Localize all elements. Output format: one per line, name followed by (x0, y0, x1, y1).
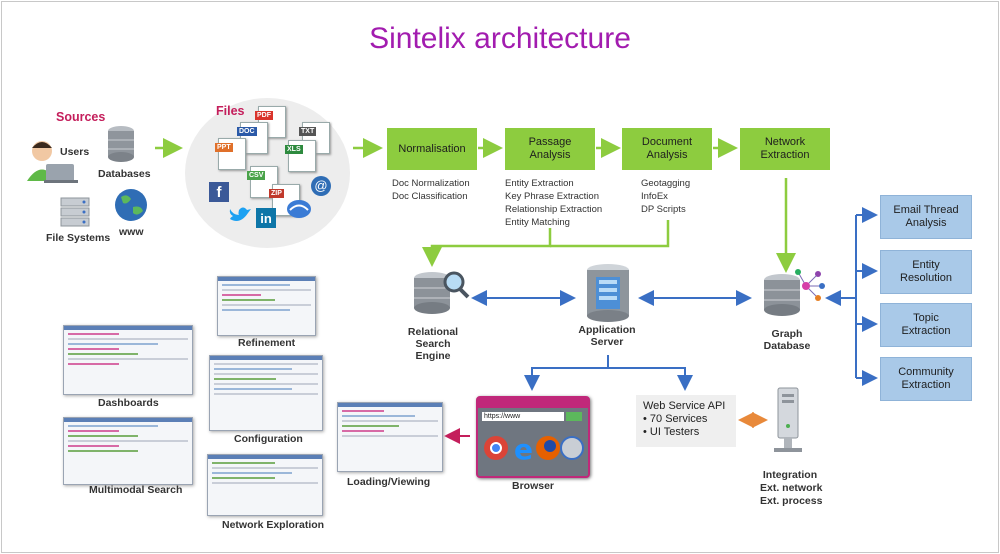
twitter-icon (229, 207, 251, 221)
file-systems-icon (60, 197, 90, 227)
output-topic-extraction: Topic Extraction (880, 303, 972, 347)
email-at-icon: @ (311, 176, 331, 196)
file-systems-label: File Systems (46, 232, 111, 244)
relational-search-label: Relational Search Engine (407, 326, 459, 362)
databases-label: Databases (98, 168, 151, 180)
multimodal-search-label: Multimodal Search (89, 484, 183, 496)
dashboards-label: Dashboards (98, 397, 159, 409)
passage-analysis-details: Entity Extraction Key Phrase Extraction … (505, 178, 603, 228)
page-title: Sintelix architecture (369, 22, 631, 55)
svg-text:e: e (514, 434, 533, 464)
web-service-bullet: • UI Testers (643, 426, 700, 438)
integration-server-icon (774, 387, 802, 452)
configuration-screenshot (209, 355, 323, 431)
browser-url-bar: https://www (482, 412, 564, 421)
refinement-screenshot (217, 276, 316, 336)
output-email-thread: Email Thread Analysis (880, 195, 972, 239)
relational-search-icon (414, 271, 470, 314)
www-label: www (119, 226, 144, 238)
loading-viewing-screenshot (337, 402, 443, 472)
output-community-extraction: Community Extraction (880, 357, 972, 401)
network-exploration-screenshot (207, 454, 323, 516)
browser-window: https://www e (476, 396, 590, 478)
stage-network-extraction: Network Extraction (740, 128, 830, 170)
stage-document-analysis: Document Analysis (622, 128, 712, 170)
browser-go-button (566, 412, 582, 421)
application-server-label: Application Server (578, 324, 636, 348)
multimodal-search-screenshot (63, 417, 193, 485)
xls-file-icon: XLS (285, 140, 316, 172)
connector-document-to-relational (550, 220, 670, 248)
web-service-title: Web Service API (643, 400, 726, 412)
dashboards-screenshot (63, 325, 193, 395)
document-analysis-details: Geotagging InfoEx DP Scripts (641, 178, 691, 215)
browser-logos-icon: e (484, 434, 584, 464)
web-service-bullet: • 70 Services (643, 413, 708, 425)
files-heading: Files (216, 104, 245, 118)
arrow-app-browser (524, 367, 608, 391)
web-service-api-box: Web Service API • 70 Services • UI Teste… (636, 395, 736, 447)
facebook-icon: f (209, 182, 229, 202)
output-entity-resolution: Entity Resolution (880, 250, 972, 294)
normalisation-details: Doc Normalization Doc Classification (392, 178, 470, 202)
stage-normalisation: Normalisation (387, 128, 477, 170)
graph-database-label: Graph Database (763, 328, 811, 352)
database-icon (108, 126, 134, 162)
users-label: Users (60, 146, 90, 158)
linkedin-icon: in (256, 208, 276, 228)
thunderbird-icon (287, 200, 311, 218)
application-server-icon (587, 264, 629, 322)
arrow-passage-to-relational (422, 228, 552, 267)
integration-label: Integration Ext. network Ext. process (760, 469, 823, 507)
network-exploration-label: Network Exploration (222, 519, 325, 531)
ppt-file-icon: PPT (215, 138, 246, 170)
browser-titlebar (478, 398, 588, 408)
loading-viewing-label: Loading/Viewing (347, 476, 431, 488)
browser-label: Browser (512, 480, 555, 492)
arrow-app-webservice (608, 367, 693, 391)
refinement-label: Refinement (238, 337, 296, 349)
stage-passage-analysis: Passage Analysis (505, 128, 595, 170)
zip-file-icon: ZIP (269, 184, 300, 216)
users-icon (27, 141, 78, 183)
sources-heading: Sources (56, 110, 106, 124)
configuration-label: Configuration (234, 433, 303, 445)
graph-database-icon (764, 269, 825, 316)
globe-icon (115, 189, 147, 221)
